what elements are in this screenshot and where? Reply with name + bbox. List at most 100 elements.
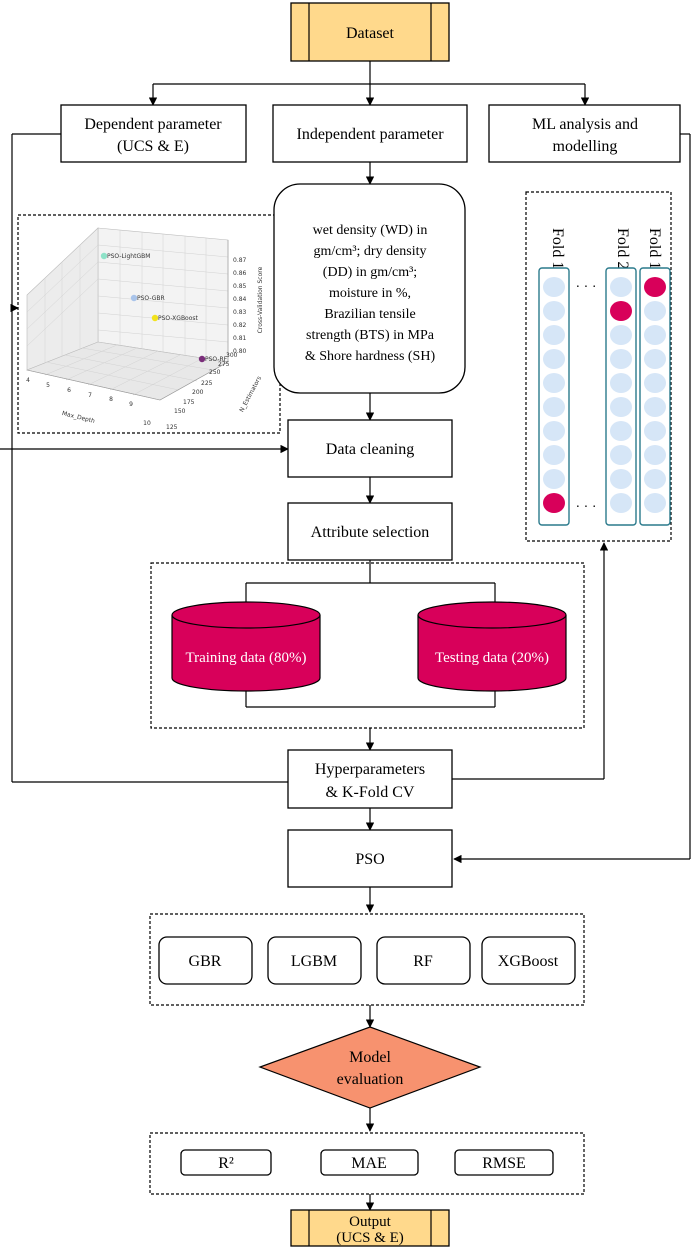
z-tick: 0.80	[233, 348, 247, 355]
fold-cell	[644, 445, 666, 465]
fold-cells-10	[543, 277, 565, 513]
fold-cell-validation	[644, 277, 666, 297]
dataset-label: Dataset	[346, 25, 395, 42]
fold-cell	[610, 445, 632, 465]
pso-node: PSO	[287, 829, 453, 888]
fold-cell	[543, 277, 565, 297]
x-tick: 5	[46, 382, 50, 389]
fold-cell	[543, 469, 565, 489]
independent-label: Independent parameter	[296, 126, 444, 143]
attribute-selection-label: Attribute selection	[311, 524, 430, 541]
plot-grid	[26, 230, 229, 396]
features-line7: & Shore hardness (SH)	[305, 349, 436, 364]
metric-r2: R²	[180, 1149, 272, 1176]
fold-cell	[610, 493, 632, 513]
model-lgbm: LGBM	[267, 936, 362, 985]
y-tick: 275	[218, 361, 230, 368]
x-tick: 9	[129, 401, 133, 408]
features-line5: Brazilian tensile	[324, 307, 415, 322]
kfold-diagram: Fold 10 Fold 2 Fold 1 · · · · · ·	[538, 228, 671, 526]
attribute-selection-node: Attribute selection	[287, 502, 453, 561]
fold-cell	[644, 421, 666, 441]
x-tick: 6	[67, 387, 71, 394]
dataset-node: Dataset	[290, 2, 450, 62]
point-pso-gbr	[130, 294, 138, 302]
y-tick: 200	[192, 389, 204, 396]
z-tick: 0.81	[233, 335, 247, 342]
fold-cell	[644, 373, 666, 393]
hyperparameters-line1: Hyperparameters	[315, 761, 425, 778]
fold-label-1: Fold 1	[646, 228, 663, 269]
testing-data-cylinder: Testing data (20%)	[417, 601, 567, 692]
fold-ellipsis-top: · · ·	[576, 280, 597, 295]
x-axis-title: Max_Depth	[61, 410, 96, 425]
ml-line2: modelling	[553, 138, 618, 155]
output-node: Output (UCS & E)	[290, 1209, 450, 1247]
metrics-panel	[149, 1132, 585, 1195]
fold-cell	[543, 421, 565, 441]
output-line1: Output	[349, 1214, 392, 1230]
point-pso-lightgbm	[100, 252, 108, 260]
fold-cell	[610, 277, 632, 297]
metric-rmse: RMSE	[454, 1149, 554, 1176]
features-line4: moisture in %,	[329, 286, 411, 301]
data-cleaning-label: Data cleaning	[326, 441, 414, 458]
point-label-pso-xgboost: PSO-XGBoost	[158, 315, 199, 322]
fold-cell	[543, 397, 565, 417]
z-axis-title: Cross-Validation Score	[257, 266, 264, 333]
fold-cell-validation	[610, 301, 632, 321]
pso-label: PSO	[355, 851, 384, 868]
fold-cell	[543, 325, 565, 345]
features-line3: (DD) in gm/cm³;	[323, 265, 417, 280]
z-tick: 0.83	[233, 309, 247, 316]
x-tick: 8	[109, 396, 113, 403]
model-gbr-label: GBR	[189, 953, 222, 970]
y-tick: 250	[209, 369, 221, 376]
testing-data-label: Testing data (20%)	[435, 650, 549, 666]
point-label-pso-gbr: PSO-GBR	[137, 295, 165, 302]
fold-cell	[610, 469, 632, 489]
fold-cell	[543, 301, 565, 321]
fold-cell	[610, 421, 632, 441]
fold-cell	[543, 445, 565, 465]
model-evaluation-line2: evaluation	[337, 1071, 404, 1088]
y-axis-title: N_Estimators	[238, 375, 263, 413]
fold-cell	[610, 373, 632, 393]
features-node: wet density (WD) in gm/cm³; dry density …	[273, 183, 466, 394]
kfold-panel	[525, 191, 672, 542]
ml-node: ML analysis and modelling	[488, 104, 681, 163]
ml-line1: ML analysis and	[532, 116, 638, 133]
x-tick: 4	[26, 377, 30, 384]
training-data-label: Training data (80%)	[185, 650, 306, 666]
point-pso-xgboost	[151, 314, 159, 322]
y-tick: 125	[166, 424, 178, 431]
z-tick: 0.82	[233, 322, 247, 329]
model-gbr: GBR	[158, 936, 253, 985]
fold-cell	[644, 493, 666, 513]
point-pso-rf	[198, 355, 206, 363]
y-tick: 300	[226, 352, 238, 359]
connectors	[0, 61, 691, 1211]
fold-cell	[543, 373, 565, 393]
fold-cell	[644, 301, 666, 321]
model-xgboost: XGBoost	[481, 936, 576, 985]
data-cleaning-node: Data cleaning	[287, 419, 453, 478]
model-evaluation-line1: Model	[349, 1049, 391, 1066]
z-tick: 0.86	[233, 270, 247, 277]
models-panel	[149, 913, 585, 1006]
split-panel	[150, 562, 585, 729]
features-line6: strength (BTS) in MPa	[306, 328, 435, 343]
hyperparameters-line2: & K-Fold CV	[326, 784, 415, 801]
training-data-cylinder: Training data (80%)	[171, 601, 321, 692]
metric-mae: MAE	[320, 1149, 419, 1176]
fold-cell	[610, 325, 632, 345]
y-tick: 150	[174, 408, 186, 415]
model-rf: RF	[376, 936, 471, 985]
fold-cells-2	[610, 277, 632, 513]
dependent-node: Dependent parameter (UCS & E)	[60, 104, 247, 163]
model-xgboost-label: XGBoost	[498, 953, 559, 970]
output-line2: (UCS & E)	[336, 1230, 404, 1246]
model-rf-label: RF	[413, 953, 433, 970]
x-tick: 10	[143, 420, 151, 427]
